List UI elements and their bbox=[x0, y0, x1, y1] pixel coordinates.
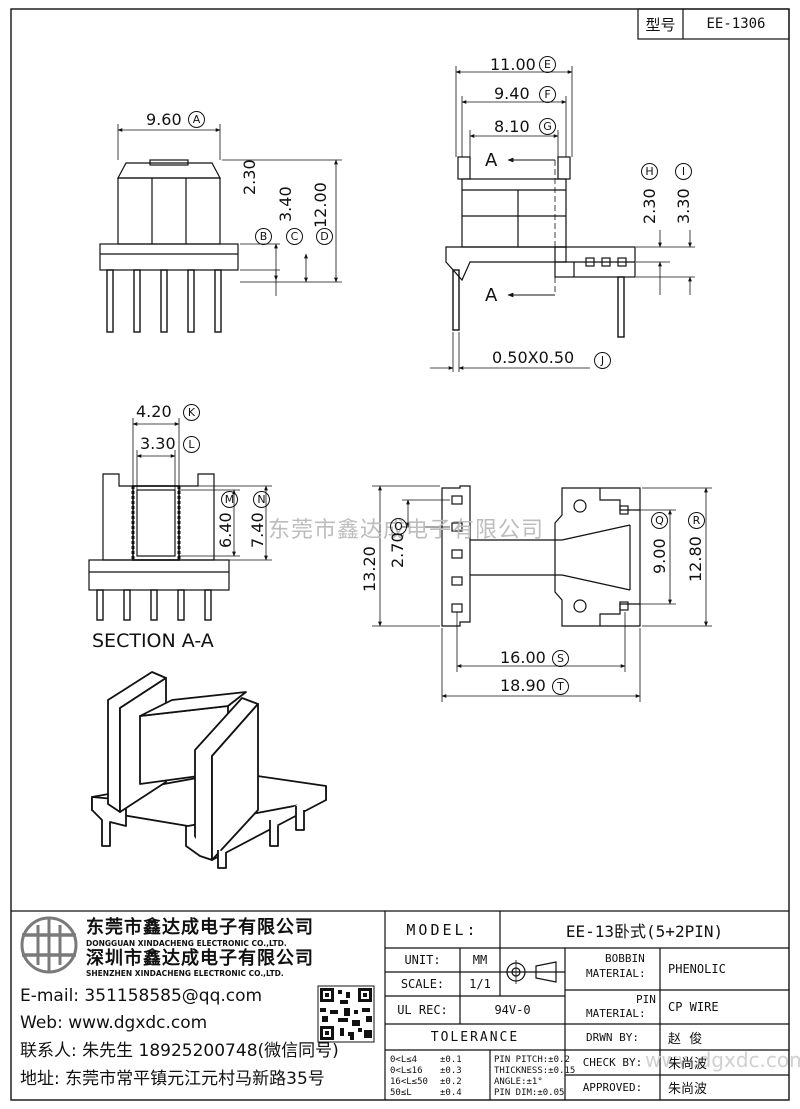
circle-c-icon: C bbox=[286, 228, 303, 245]
tolerance-value-4: ±0.4 bbox=[440, 1088, 462, 1098]
dim-16-00: 16.00 bbox=[500, 648, 546, 667]
company-name-shenzhen: 深圳市鑫达成电子有限公司 bbox=[86, 948, 314, 969]
tolerance-range-1: 0<L≤4 bbox=[390, 1055, 418, 1065]
circle-o-icon: O bbox=[390, 518, 407, 535]
check-by-label: CHECK BY: bbox=[582, 1056, 643, 1069]
tolerance-range-4: 50≤L bbox=[390, 1088, 412, 1098]
tolerance-range-2: 0<L≤16 bbox=[390, 1066, 423, 1076]
circle-r-icon: R bbox=[688, 512, 705, 529]
section-title: SECTION A-A bbox=[92, 630, 214, 652]
dim-4-20: 4.20 bbox=[136, 402, 172, 421]
dim-13-20: 13.20 bbox=[360, 546, 379, 592]
tolerance-value-3: ±0.2 bbox=[440, 1077, 462, 1087]
section-view bbox=[88, 418, 272, 621]
drawn-by-label: DRWN BY: bbox=[586, 1030, 639, 1044]
scale-label: SCALE: bbox=[400, 977, 445, 991]
model-label: MODEL: bbox=[406, 920, 479, 939]
dim-0-50x0-50: 0.50X0.50 bbox=[492, 348, 575, 367]
bottom-view bbox=[372, 485, 712, 702]
company-address: 地址: 东莞市常平镇元江元村马新路35号 bbox=[20, 1069, 325, 1089]
watermark-url: www.dgxdc.com bbox=[645, 1048, 800, 1072]
front-view-left bbox=[99, 124, 342, 333]
dim-9-60: 9.60 bbox=[146, 110, 182, 129]
isometric-view bbox=[91, 671, 327, 869]
circle-b-icon: B bbox=[255, 228, 272, 245]
company-web: Web: www.dgxdc.com bbox=[20, 1013, 208, 1033]
model-type-label: 型号 bbox=[645, 15, 676, 34]
circle-m-icon: M bbox=[221, 491, 238, 508]
tolerance-item-4: PIN DIM:±0.05 bbox=[494, 1088, 565, 1098]
circle-j-icon: J bbox=[594, 352, 611, 369]
dim-9-00: 9.00 bbox=[650, 538, 669, 574]
bobbin-label-line2: MATERIAL: bbox=[586, 967, 646, 980]
unit-value: MM bbox=[472, 953, 488, 967]
company-name-dongguan: 东莞市鑫达成电子有限公司 bbox=[86, 917, 314, 938]
circle-g-icon: G bbox=[539, 118, 556, 135]
tolerance-label: TOLERANCE bbox=[430, 1029, 520, 1045]
ul-rec-label: UL REC: bbox=[397, 1003, 448, 1017]
pin-label-line2: MATERIAL: bbox=[586, 1007, 646, 1020]
company-name-shenzhen-en: SHENZHEN XINDACHENG ELECTRONIC CO.,LTD. bbox=[86, 969, 284, 978]
dim-2-30: 2.30 bbox=[240, 159, 259, 195]
model-type-value: EE-1306 bbox=[706, 16, 766, 32]
tolerance-range-3: 16<L≤50 bbox=[390, 1077, 428, 1087]
tolerance-item-1: PIN PITCH:±0.2 bbox=[494, 1055, 570, 1065]
tolerance-value-1: ±0.1 bbox=[440, 1055, 462, 1065]
circle-i-icon: I bbox=[675, 163, 692, 180]
section-arrow-label-bottom: A bbox=[485, 285, 498, 306]
circle-f-icon: F bbox=[539, 86, 556, 103]
circle-t-icon: T bbox=[552, 678, 569, 695]
circle-k-icon: K bbox=[183, 404, 200, 421]
circle-q-icon: Q bbox=[651, 512, 668, 529]
dim-2-30-h: 2.30 bbox=[640, 188, 659, 224]
circle-s-icon: S bbox=[552, 650, 569, 667]
header-box bbox=[637, 8, 790, 40]
bobbin-material-value: PHENOLIC bbox=[668, 962, 726, 976]
side-view-right bbox=[430, 66, 695, 372]
drawing-frame bbox=[10, 8, 790, 1101]
dim-11-00: 11.00 bbox=[490, 55, 536, 74]
company-logo-icon bbox=[20, 916, 78, 974]
company-email: E-mail: 351158585@qq.com bbox=[20, 986, 263, 1006]
approved-label: APPROVED: bbox=[582, 1081, 643, 1094]
pin-label-line1: PIN bbox=[636, 993, 656, 1006]
dim-6-40: 6.40 bbox=[216, 512, 235, 548]
check-by-value: 朱尚波 bbox=[668, 1057, 708, 1072]
dim-12-80: 12.80 bbox=[686, 536, 705, 582]
company-name-dongguan-en: DONGGUAN XINDACHENG ELECTRONIC CO.,LTD. bbox=[86, 939, 287, 948]
model-value: EE-13卧式(5+2PIN) bbox=[565, 921, 724, 941]
dim-7-40: 7.40 bbox=[248, 512, 267, 548]
dim-8-10: 8.10 bbox=[494, 117, 530, 136]
dim-3-40: 3.40 bbox=[276, 186, 295, 222]
tolerance-item-3: ANGLE:±1° bbox=[494, 1077, 543, 1087]
circle-n-icon: N bbox=[253, 491, 270, 508]
pin-material-value: CP WIRE bbox=[668, 1000, 719, 1014]
dim-9-40: 9.40 bbox=[494, 84, 530, 103]
circle-a-icon: A bbox=[188, 111, 205, 128]
dim-12-00: 12.00 bbox=[311, 182, 330, 228]
dim-3-30-i: 3.30 bbox=[674, 188, 693, 224]
circle-e-icon: E bbox=[539, 56, 556, 73]
scale-value: 1/1 bbox=[469, 977, 491, 991]
tolerance-value-2: ±0.3 bbox=[440, 1066, 462, 1076]
ul-rec-value: 94V-0 bbox=[494, 1003, 531, 1017]
section-arrow-label-top: A bbox=[485, 150, 498, 171]
circle-h-icon: H bbox=[641, 163, 658, 180]
circle-d-icon: D bbox=[316, 228, 333, 245]
company-contact: 联系人: 朱先生 18925200748(微信同号) bbox=[20, 1041, 339, 1061]
dim-18-90: 18.90 bbox=[500, 676, 546, 695]
unit-label: UNIT: bbox=[404, 953, 441, 967]
qr-code-image bbox=[317, 985, 375, 1043]
drawn-by-value: 赵 俊 bbox=[668, 1031, 703, 1047]
dim-3-30-l: 3.30 bbox=[140, 434, 176, 453]
tolerance-item-2: THICKNESS:±0.15 bbox=[494, 1066, 576, 1076]
approved-value: 朱尚波 bbox=[668, 1082, 708, 1097]
title-block-grid bbox=[11, 910, 789, 1100]
bobbin-label-line1: BOBBIN bbox=[605, 952, 645, 965]
circle-l-icon: L bbox=[183, 436, 200, 453]
